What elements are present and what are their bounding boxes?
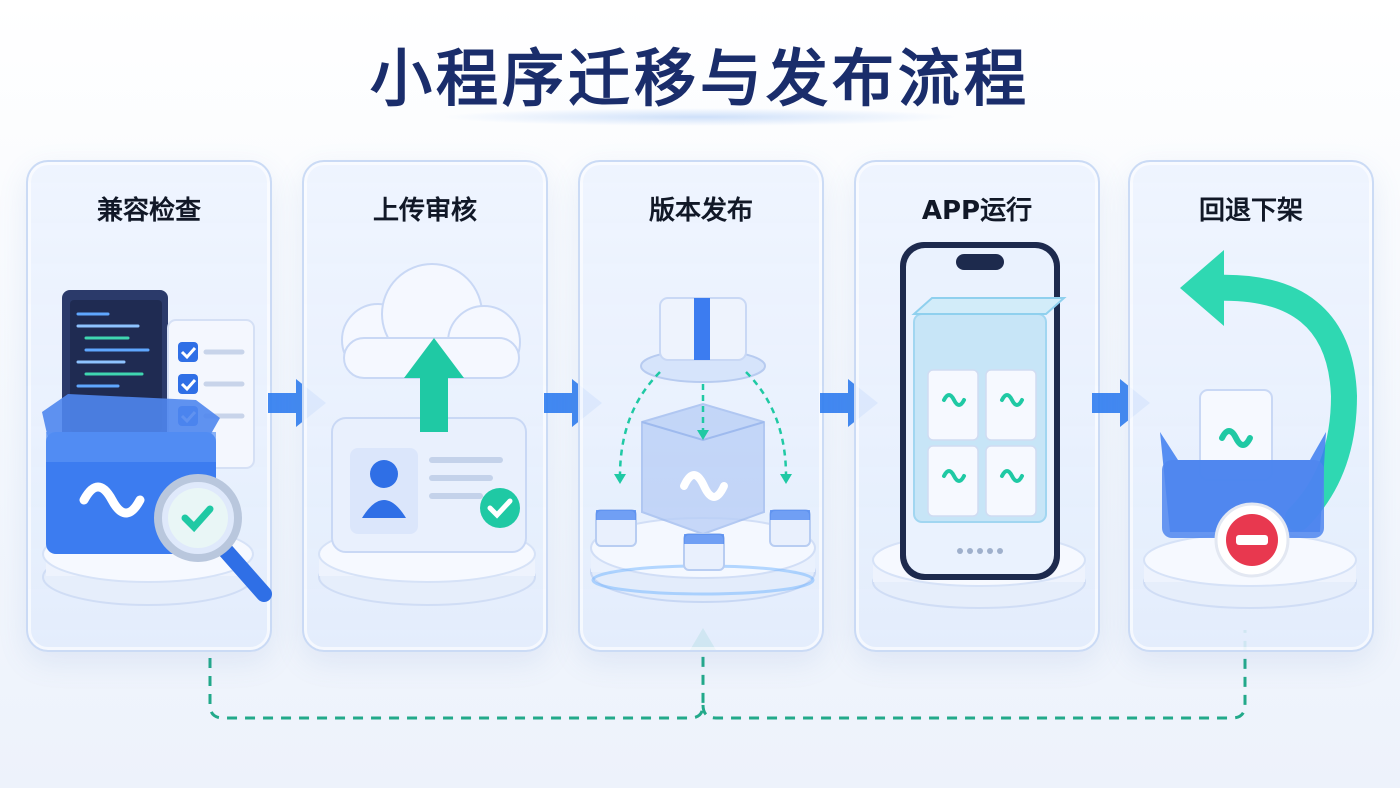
step-arrow-icon [1092, 379, 1150, 427]
step-card-upload-review[interactable]: 上传审核 [302, 160, 548, 652]
step-card-version-release[interactable]: 版本发布 [578, 160, 824, 652]
step-arrow-icon [544, 379, 602, 427]
step-label: 回退下架 [1198, 196, 1303, 226]
rollback-delist-icon [1143, 250, 1358, 609]
app-running-icon [872, 242, 1086, 609]
page-title: 小程序迁移与发布流程 [369, 42, 1030, 115]
step-label: 兼容检查 [96, 196, 201, 226]
step-card-app-running[interactable]: APP运行 [854, 160, 1100, 652]
step-label: APP运行 [921, 196, 1033, 226]
step-card-rollback-delist[interactable]: 回退下架 [1128, 160, 1374, 652]
title-glow [440, 108, 960, 126]
step-arrow-icon [820, 379, 878, 427]
step-label: 版本发布 [648, 196, 753, 226]
step-card-compatibility[interactable]: 兼容检查 [26, 160, 272, 652]
compatibility-check-icon [42, 290, 272, 606]
upload-review-icon [318, 263, 536, 606]
step-label: 上传审核 [372, 196, 477, 226]
version-release-icon [590, 297, 816, 603]
step-arrow-icon [268, 379, 326, 427]
